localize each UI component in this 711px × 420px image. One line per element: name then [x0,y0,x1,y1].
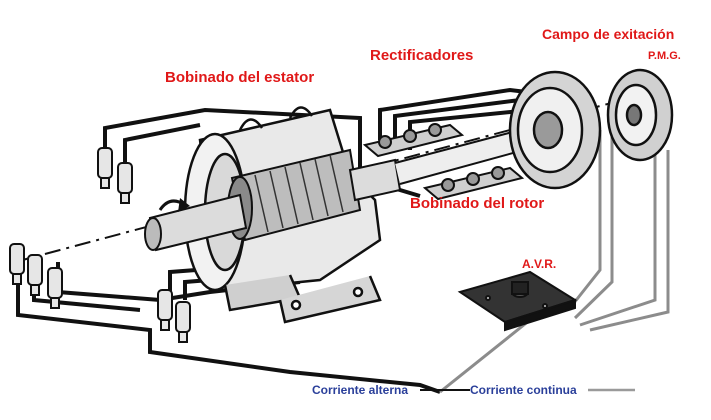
legend-dc-label: Corriente continua [470,383,577,397]
legend-ac-label: Corriente alterna [312,383,409,397]
terminal-left-1 [9,243,25,285]
dc-wiring [439,130,670,394]
terminal-top-1 [97,147,113,189]
terminals [9,147,191,343]
rotation-arrowhead [178,198,190,212]
label-rotor-winding: Bobinado del rotor [410,195,545,212]
label-pmg: P.M.G. [648,50,681,62]
terminal-left-3 [47,267,63,309]
rectifier-bank-top [362,123,465,158]
shaft [144,128,526,252]
terminal-top-2 [117,162,133,204]
avr-board [457,270,578,332]
label-rectifiers: Rectificadores [370,47,474,64]
label-avr: A.V.R. [522,257,557,271]
label-excitation-field: Campo de exitación [542,26,675,42]
rectifier-bank-bottom [422,166,525,201]
label-stator-winding: Bobinado del estator [165,69,315,86]
terminal-bottom-1 [157,289,173,331]
terminal-left-2 [27,254,43,296]
pmg-disc [606,68,674,162]
exciter-field [508,70,602,190]
terminal-bottom-2 [175,301,191,343]
